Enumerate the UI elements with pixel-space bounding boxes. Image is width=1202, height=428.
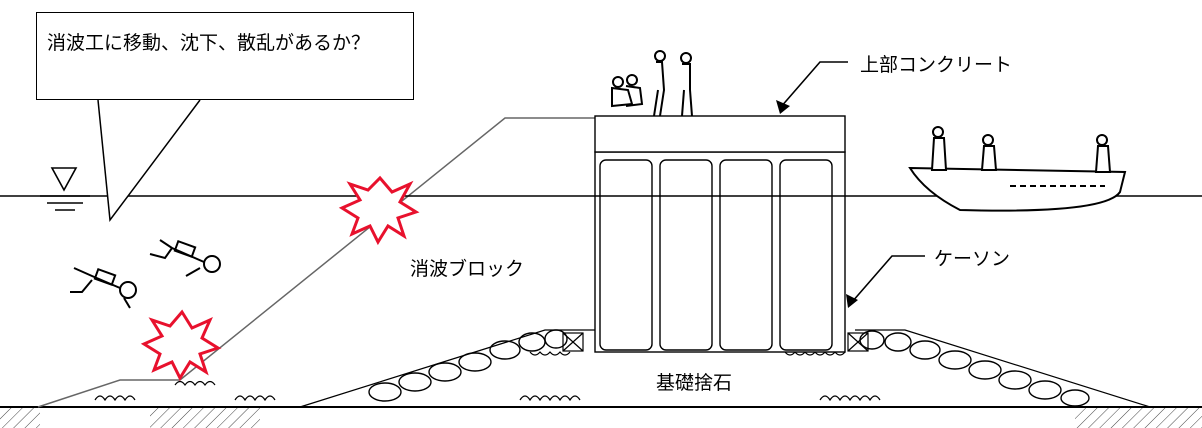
- caisson: [594, 151, 846, 353]
- callout-text: 消波工に移動、沈下、散乱があるか？: [47, 32, 371, 54]
- damage-burst-icon: [338, 175, 420, 246]
- caisson-leader: [851, 255, 925, 303]
- damage-burst-icon: [140, 309, 222, 382]
- water-level-triangle-icon: [40, 167, 90, 211]
- inspection-callout: 消波工に移動、沈下、散乱があるか？: [36, 12, 414, 100]
- callout-pointer: [97, 99, 201, 222]
- worker-figure-icon: [611, 50, 693, 117]
- rubble-mound: [94, 329, 1151, 408]
- wave-block-label: 消波ブロック: [410, 258, 525, 280]
- top-concrete: [594, 115, 846, 153]
- seabed: [0, 406, 1202, 428]
- top-concrete-leader: [779, 61, 848, 109]
- diver-figure-icon: [149, 239, 221, 277]
- caisson-label: ケーソン: [934, 248, 1011, 270]
- diver-figure-icon: [70, 267, 137, 309]
- top-concrete-label: 上部コンクリート: [860, 54, 1013, 76]
- arrow-head-icon: [846, 294, 858, 308]
- foundation-label: 基礎捨石: [656, 372, 733, 394]
- boat-icon: [908, 126, 1127, 212]
- arrow-head-icon: [776, 100, 790, 114]
